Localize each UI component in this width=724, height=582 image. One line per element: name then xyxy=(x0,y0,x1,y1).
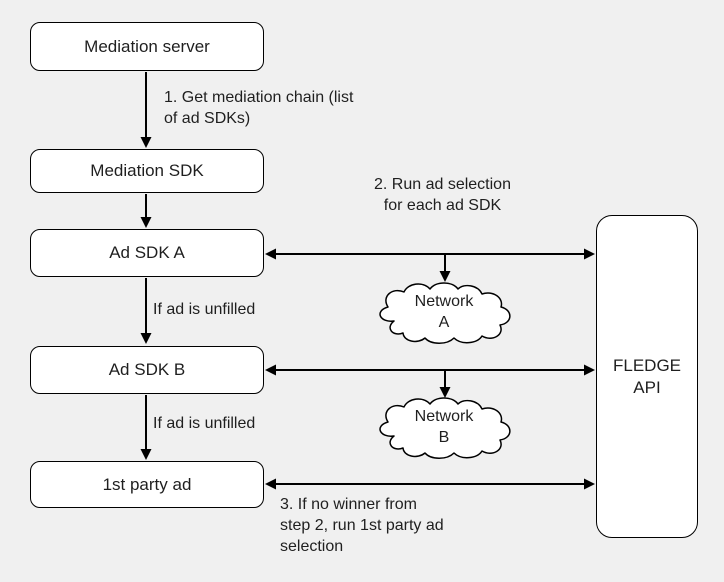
node-mediation-sdk: Mediation SDK xyxy=(30,149,264,193)
network-b-label: Network B xyxy=(373,406,515,448)
node-fledge-api-label-line1: FLEDGE xyxy=(612,355,682,375)
node-fledge-api: FLEDGE API xyxy=(596,215,698,538)
arrow-adsdkb-fledge xyxy=(265,364,595,376)
annotation-step1: 1. Get mediation chain (list of ad SDKs) xyxy=(164,87,353,129)
arrow-adsdka-to-adsdkb xyxy=(140,278,152,344)
node-mediation-sdk-label: Mediation SDK xyxy=(90,161,204,180)
annotation-step3-line3: selection xyxy=(280,538,344,555)
network-b-cloud xyxy=(379,397,511,459)
node-ad-sdk-b-label: Ad SDK B xyxy=(108,360,186,379)
annotation-unfilled-2: If ad is unfilled xyxy=(153,415,256,432)
node-mediation-server: Mediation server xyxy=(30,22,264,71)
arrow-server-to-sdk xyxy=(140,72,152,148)
node-ad-sdk-a: Ad SDK A xyxy=(30,229,264,277)
node-ad-sdk-b: Ad SDK B xyxy=(30,346,264,394)
arrow-adsdkb-to-firstparty xyxy=(140,395,152,460)
node-mediation-server-label: Mediation server xyxy=(84,36,210,56)
annotation-step3: 3. If no winner from step 2, run 1st par… xyxy=(280,494,444,557)
node-first-party-ad: 1st party ad xyxy=(30,461,264,508)
annotation-step1-line1: 1. Get mediation chain (list xyxy=(164,89,354,106)
annotation-step3-line2: step 2, run 1st party ad xyxy=(280,517,444,534)
network-b-label-line2: B xyxy=(438,429,450,446)
network-b-label-line1: Network xyxy=(414,408,474,425)
node-fledge-api-label-line2: API xyxy=(633,377,661,397)
network-a-label-line2: A xyxy=(438,314,450,331)
arrow-branch-network-a xyxy=(439,255,451,282)
node-ad-sdk-a-label: Ad SDK A xyxy=(109,243,185,262)
network-a-cloud xyxy=(379,282,511,344)
arrow-branch-network-b xyxy=(439,371,451,398)
annotation-step2-line2: for each ad SDK xyxy=(383,197,502,214)
network-a-label: Network A xyxy=(373,291,515,333)
annotation-unfilled-1: If ad is unfilled xyxy=(153,301,256,318)
arrow-firstparty-fledge xyxy=(265,478,595,490)
annotation-step1-line2: of ad SDKs) xyxy=(164,110,251,127)
annotation-step2: 2. Run ad selection for each ad SDK xyxy=(360,174,525,216)
network-a-label-line1: Network xyxy=(414,293,474,310)
annotation-step3-line1: 3. If no winner from xyxy=(280,496,417,513)
arrow-adsdka-fledge xyxy=(265,248,595,260)
annotation-step2-line1: 2. Run ad selection xyxy=(374,176,511,193)
arrow-sdk-to-adsdka xyxy=(140,194,152,228)
node-first-party-ad-label: 1st party ad xyxy=(102,474,192,494)
